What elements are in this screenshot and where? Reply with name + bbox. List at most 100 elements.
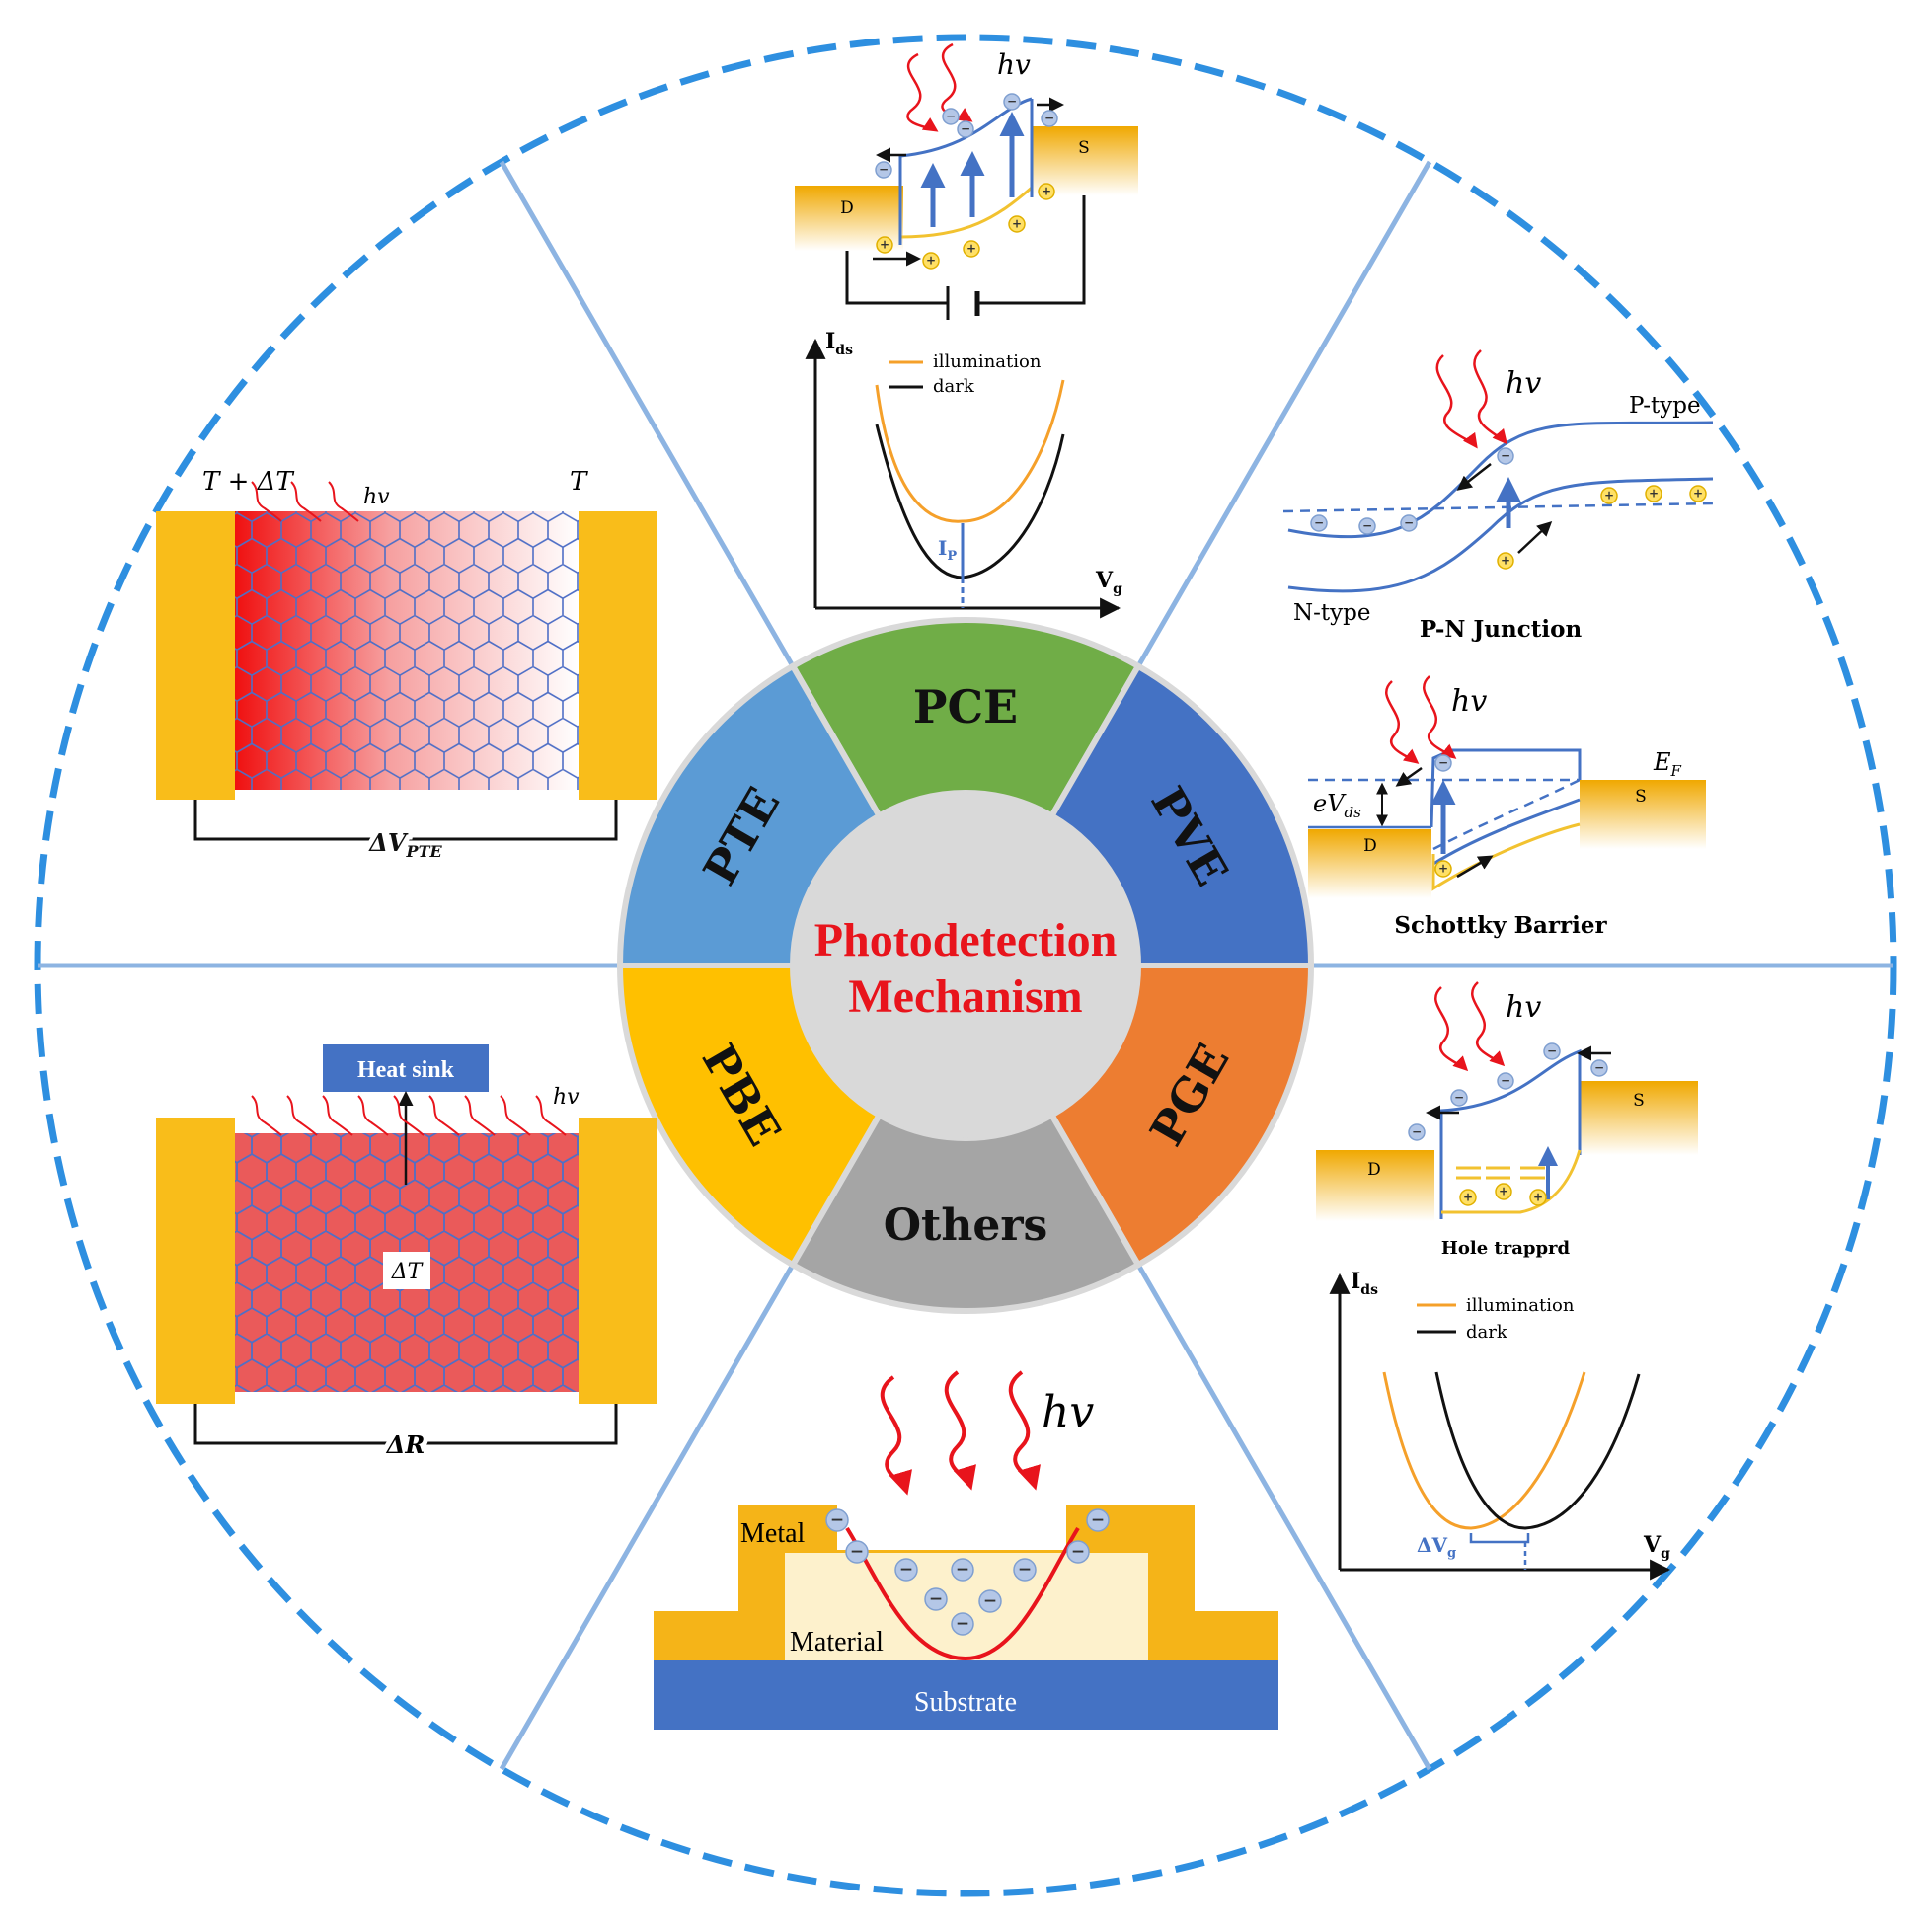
pbe-photon-wave (500, 1095, 531, 1136)
electron-marker (1003, 93, 1021, 111)
hole-sign: + (966, 242, 976, 256)
pbe-heat-sink-label: Heat sink (357, 1057, 455, 1083)
pce-illumination-curve (875, 379, 1065, 523)
electron-sign: − (830, 1510, 844, 1530)
electron-marker (825, 1508, 849, 1532)
hole-marker (922, 252, 940, 270)
pbe-photon-wave (535, 1095, 567, 1136)
pbe-delta-t-label: ΔT (391, 1260, 425, 1284)
pce-valence-band (899, 186, 1033, 239)
electron-sign: − (1501, 449, 1510, 463)
pge-valence-band (1441, 1149, 1582, 1214)
pte-t-cold-label: T (570, 467, 588, 497)
hole-sign: + (926, 254, 936, 268)
pge-delta-vg-label: ΔVg (1417, 1533, 1456, 1561)
hole-sign: + (1438, 862, 1448, 876)
pbe-hv-label: hv (553, 1085, 580, 1110)
segment-label-pce: PCE (913, 680, 1018, 733)
hole-sign: + (1501, 554, 1510, 568)
pn-n-type-label: N-type (1293, 600, 1370, 626)
pn-conduction-band (1287, 421, 1714, 539)
pbe-panel: ΔR Heat sink ΔT hv (156, 1044, 657, 1464)
electron-sign: − (1362, 519, 1372, 533)
center-title-line1: Photodetection (814, 914, 1118, 966)
pge-conduction-band (1439, 1048, 1582, 1148)
pce-drain-label: D (840, 198, 854, 218)
others-potential-well (845, 1526, 1080, 1661)
pge-legend-illumination: illumination (1466, 1295, 1575, 1316)
hole-marker (1459, 1189, 1477, 1206)
pbe-heat-sink (323, 1044, 489, 1092)
pn-valence-band (1287, 477, 1714, 593)
pbe-left-electrode (156, 1118, 235, 1404)
pbe-right-electrode (579, 1118, 657, 1404)
electron-sign: − (1404, 516, 1414, 530)
electron-sign: − (1071, 1542, 1085, 1562)
pte-right-electrode (579, 511, 657, 800)
center-title-line2: Mechanism (848, 970, 1082, 1023)
schottky-valence-band (1431, 822, 1581, 891)
electron-marker (894, 1558, 918, 1582)
electron-sign: − (850, 1542, 864, 1562)
schottky-drain-electrode (1308, 829, 1431, 898)
hole-marker (876, 236, 893, 254)
pve-pn-panel: hv P-type N-type P-N Junction −−−− ++++ (1282, 349, 1714, 643)
electron-sign: − (946, 110, 956, 123)
electron-marker (1358, 517, 1376, 535)
pn-hv-label: hv (1506, 366, 1541, 401)
pce-dark-curve (875, 424, 1065, 579)
pte-delta-v-label: ΔVPTE (368, 828, 442, 861)
electron-marker (1497, 447, 1514, 465)
pge-legend-dark: dark (1466, 1322, 1508, 1343)
electron-sign: − (899, 1560, 913, 1580)
hole-marker (1038, 183, 1055, 200)
electron-sign: − (1594, 1061, 1604, 1075)
center-disc (793, 793, 1138, 1138)
electron-marker (924, 1587, 948, 1611)
electron-sign: − (1438, 756, 1448, 770)
pn-caption: P-N Junction (1420, 616, 1583, 643)
schottky-source-electrode (1580, 780, 1706, 849)
pn-fermi-level (1282, 502, 1714, 513)
electron-marker (957, 120, 974, 138)
pge-caption: Hole trapprd (1441, 1238, 1571, 1259)
electron-marker (1013, 1558, 1037, 1582)
schottky-caption: Schottky Barrier (1394, 912, 1607, 939)
hole-sign: + (1604, 489, 1614, 502)
electron-sign: − (956, 1614, 969, 1634)
electron-sign: − (983, 1591, 997, 1611)
others-material-label: Material (790, 1627, 884, 1658)
pce-source-label: S (1078, 138, 1090, 158)
pge-source-electrode (1580, 1081, 1698, 1155)
others-hv-label: hv (1042, 1387, 1094, 1437)
pn-p-type-label: P-type (1629, 393, 1701, 419)
electron-marker (951, 1612, 974, 1636)
schottky-ef-label: EF (1653, 748, 1682, 780)
electron-sign: − (1547, 1044, 1557, 1058)
pte-left-electrode (156, 511, 235, 800)
electron-marker (1497, 1072, 1514, 1090)
electron-sign: − (1501, 1074, 1510, 1088)
pbe-photon-wave (251, 1095, 282, 1136)
electron-sign: − (1412, 1125, 1422, 1139)
pge-illumination-curve (1382, 1371, 1586, 1530)
pbe-photon-wave (393, 1095, 425, 1136)
pte-t-hot-label: T + ΔT (202, 467, 294, 497)
hole-sign: + (1463, 1191, 1473, 1204)
hole-sign: + (1649, 487, 1659, 501)
electron-marker (875, 161, 892, 179)
electron-marker (845, 1540, 869, 1564)
electron-marker (1310, 514, 1328, 532)
pce-hv-label: hv (997, 48, 1031, 81)
schottky-hv-label: hv (1451, 684, 1487, 719)
pce-ids-label: Ids (825, 329, 853, 358)
pte-hv-label: hv (363, 485, 390, 509)
electron-sign: − (1044, 112, 1054, 125)
schottky-conduction-band (1430, 748, 1582, 828)
pge-ids-label: Ids (1351, 1269, 1378, 1298)
schottky-evds-label: eVds (1313, 790, 1361, 821)
pbe-photon-wave (428, 1095, 460, 1136)
hole-sign: + (1533, 1191, 1543, 1204)
hole-marker (1529, 1189, 1547, 1206)
